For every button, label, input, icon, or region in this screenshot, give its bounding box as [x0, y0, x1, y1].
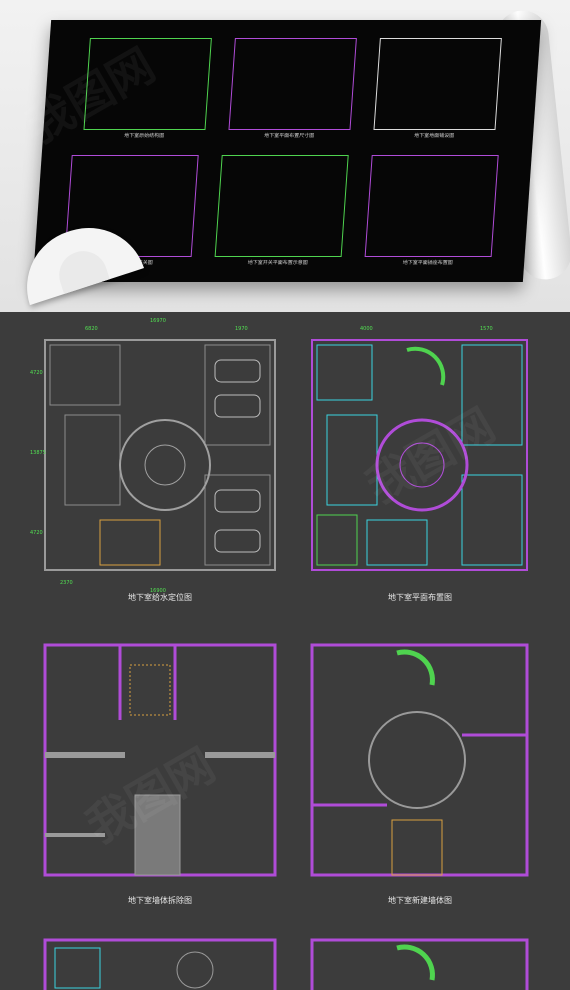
thumb-6: 地下室平面插座布置图	[364, 155, 499, 266]
dim-top-4: 4000	[360, 326, 373, 332]
thumb-caption-2: 地下室平面布置尺寸图	[263, 133, 315, 139]
plan-partial-left	[43, 938, 277, 990]
thumb-1: 地下室原始结构图	[83, 38, 212, 139]
dim-bottom-2: 16900	[150, 588, 166, 594]
plan-new-walls	[310, 643, 529, 877]
dim-bottom-1: 2370	[60, 580, 73, 586]
plan-title-1: 地下室给水定位图	[128, 593, 192, 602]
plan-title-3: 地下室墙体拆除图	[128, 896, 192, 905]
dim-top-5: 1570	[480, 326, 493, 332]
dim-top-1: 6820	[85, 326, 98, 332]
dim-left-3: 4720	[30, 530, 43, 536]
thumb-caption-3: 地下室地面铺设图	[413, 133, 455, 139]
plan-partial-right	[310, 938, 529, 990]
thumb-3: 地下室地面铺设图	[373, 38, 502, 139]
dim-top-3: 1970	[235, 326, 248, 332]
plan-wall-demolition	[43, 643, 277, 877]
plan-title-2: 地下室平面布置图	[388, 593, 452, 602]
plan-water-supply	[44, 339, 276, 571]
hero-mockup: 地下室原始结构图 地下室平面布置尺寸图 地下室地面铺设图 地下室平面布置开关图 …	[0, 0, 570, 312]
thumb-caption-6: 地下室平面插座布置图	[402, 260, 453, 266]
dim-left-2: 13875	[30, 450, 46, 456]
thumb-caption-5: 地下室开关平面布置示意图	[247, 260, 308, 266]
plan-title-4: 地下室新建墙体图	[388, 896, 452, 905]
thumb-2: 地下室平面布置尺寸图	[228, 38, 357, 139]
dim-left-1: 4720	[30, 370, 43, 376]
thumb-5: 地下室开关平面布置示意图	[214, 155, 349, 266]
plan-layout	[311, 339, 528, 571]
thumb-caption-1: 地下室原始结构图	[123, 133, 165, 139]
dim-top-2: 16970	[150, 318, 166, 324]
